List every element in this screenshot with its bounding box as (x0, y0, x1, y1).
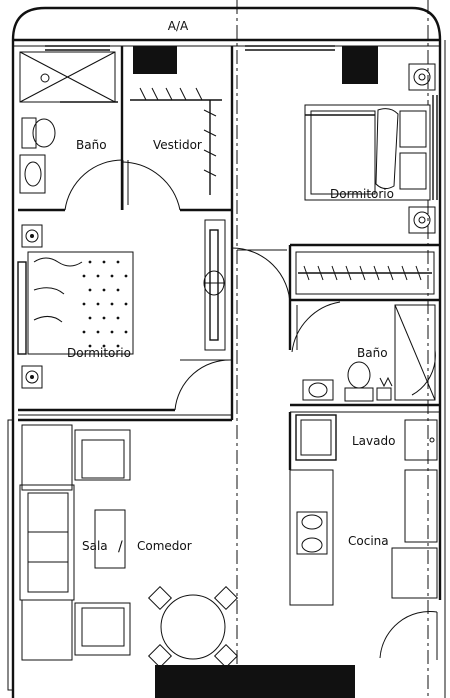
closet-fixtures (121, 87, 222, 211)
room-label-laundry: Lavado (352, 434, 395, 448)
structural-columns (133, 46, 378, 698)
living-dining-furniture (19, 424, 239, 669)
room-label-bath-2: Baño (357, 346, 388, 360)
room-label-kitchen: Cocina (348, 534, 389, 548)
top-windows (45, 45, 335, 51)
room-label-bedroom-2: Dormitorio (330, 187, 394, 201)
room-label-closet: Vestidor (153, 138, 202, 152)
room-label-bedroom-1: Dormitorio (67, 346, 131, 360)
closet-2-fixtures (295, 251, 435, 295)
bath-1-fixtures (19, 51, 124, 211)
room-label-bath-1: Baño (76, 138, 107, 152)
bedroom-2-furniture (231, 63, 436, 306)
exterior-walls (7, 6, 446, 698)
room-label-dining: Comedor (137, 539, 192, 553)
room-label-separator: / (118, 539, 123, 555)
bedspread-pattern (82, 260, 128, 348)
section-axis-lines (236, 0, 429, 698)
laundry-kitchen-fixtures (289, 414, 438, 660)
bedroom-1-furniture (17, 219, 233, 411)
room-label-living: Sala (82, 539, 108, 553)
bath-2-fixtures (291, 301, 436, 402)
section-label: A/A (168, 19, 189, 33)
interior-walls (18, 46, 440, 470)
